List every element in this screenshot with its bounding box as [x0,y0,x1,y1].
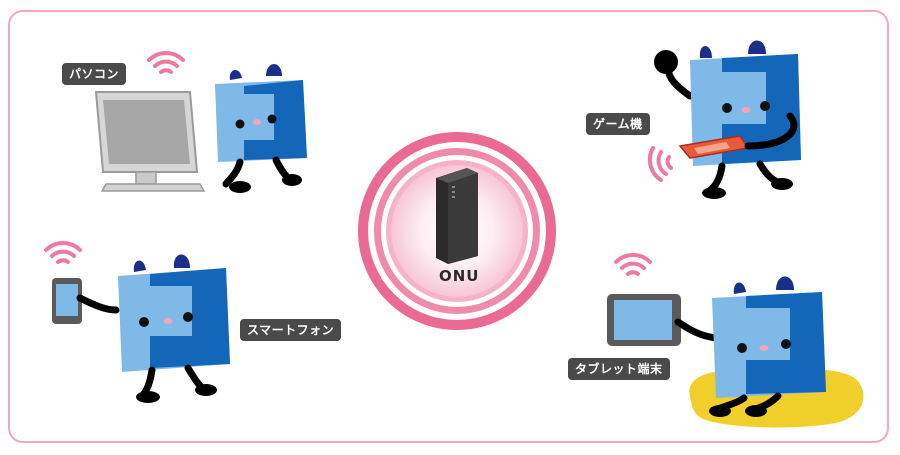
onu-label: ONU [439,267,480,285]
tablet-wifi-icon [614,252,652,276]
tablet-icon [607,294,681,346]
pc-group [94,50,307,193]
phone-group [44,240,230,403]
pc-mascot [215,64,307,193]
phone-wifi-icon [44,240,82,264]
game-wifi-icon [647,146,673,182]
pc-label: パソコン [62,63,127,85]
tablet-label: タブレット端末 [568,358,670,380]
game-group [647,40,801,199]
onu-device-icon [436,168,478,264]
pc-wifi-icon [147,50,185,74]
phone-label: スマートフォン [240,319,342,341]
game-label: ゲーム機 [586,113,650,135]
pc-monitor-icon [94,91,206,192]
smartphone-icon [52,278,82,324]
tablet-group [607,252,864,428]
